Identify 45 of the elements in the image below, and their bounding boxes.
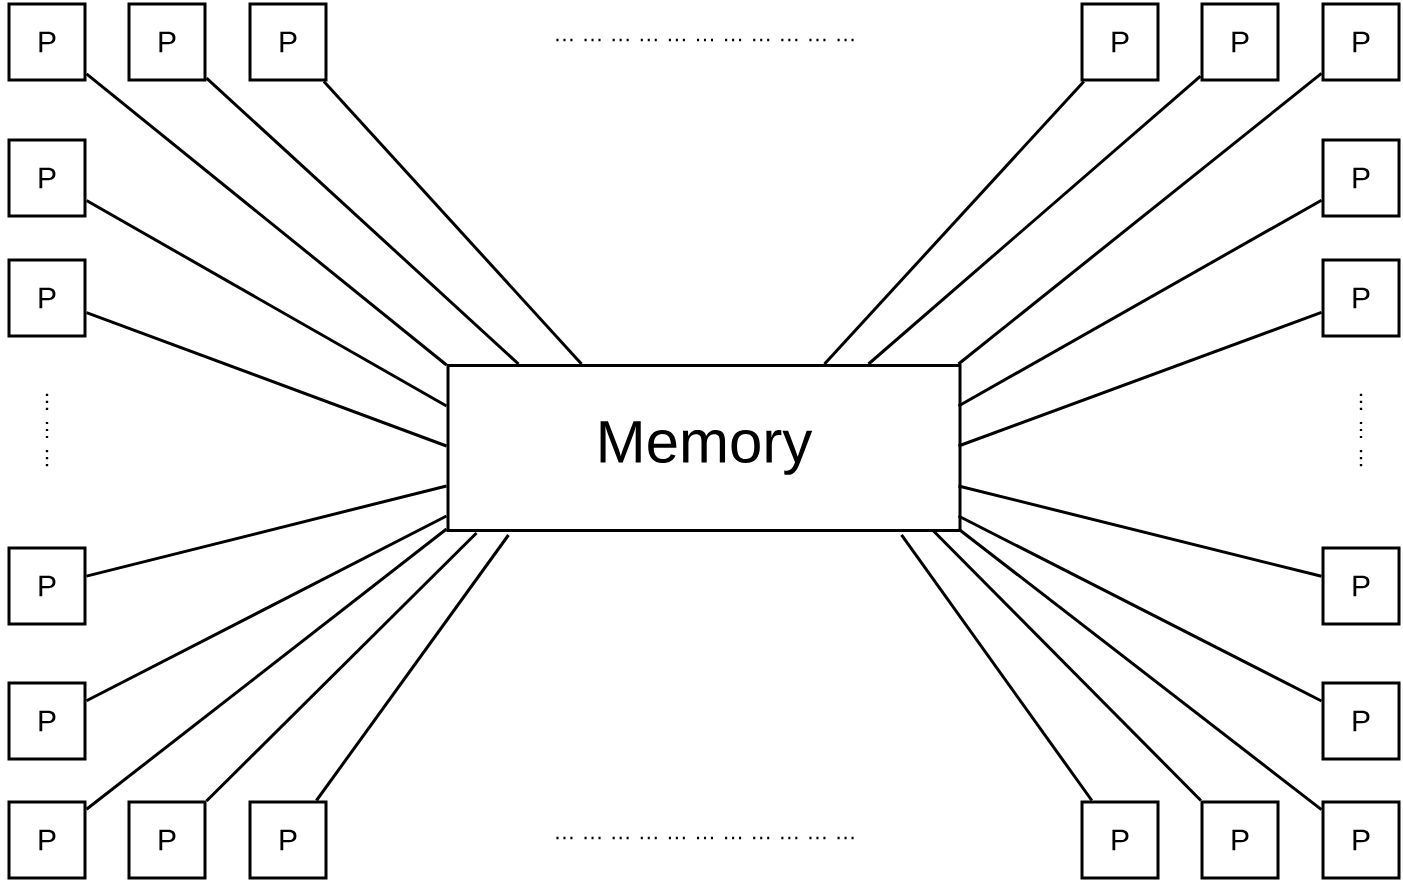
connector-line xyxy=(932,529,1202,802)
processor-box: P xyxy=(7,2,87,82)
connector-line xyxy=(85,199,448,408)
processor-box: P xyxy=(7,546,87,626)
connector-line xyxy=(85,514,448,703)
connector-line xyxy=(957,198,1323,408)
connector-line xyxy=(957,527,1323,811)
processor-box: P xyxy=(1200,2,1280,82)
connector-line xyxy=(867,75,1202,366)
processor-box: P xyxy=(1321,258,1401,338)
connector-line xyxy=(85,527,448,811)
connector-line xyxy=(900,534,1094,802)
connector-line xyxy=(322,80,583,365)
connector-line xyxy=(957,72,1323,366)
processor-box: P xyxy=(1200,800,1280,880)
processor-box: P xyxy=(127,2,207,82)
vertical-ellipsis: … … … xyxy=(45,393,49,467)
connector-line xyxy=(315,534,510,802)
connector-line xyxy=(957,514,1323,703)
processor-box: P xyxy=(1321,681,1401,761)
horizontal-ellipsis: … … … … … … … … … … … xyxy=(556,836,854,840)
processor-box: P xyxy=(248,800,328,880)
processor-box: P xyxy=(1080,2,1160,82)
connector-line xyxy=(823,80,1085,365)
processor-box: P xyxy=(127,800,207,880)
processor-box: P xyxy=(7,800,87,880)
connector-line xyxy=(958,484,1322,578)
connector-line xyxy=(205,531,478,802)
processor-box: P xyxy=(1321,2,1401,82)
processor-box: P xyxy=(7,681,87,761)
connector-line xyxy=(85,311,448,448)
connector-line xyxy=(86,484,447,578)
processor-box: P xyxy=(1321,800,1401,880)
vertical-ellipsis: … … … xyxy=(1359,393,1363,467)
horizontal-ellipsis: … … … … … … … … … … … xyxy=(556,38,854,42)
processor-box: P xyxy=(7,258,87,338)
processor-box: P xyxy=(1321,138,1401,218)
processor-box: P xyxy=(1321,546,1401,626)
memory-box: Memory xyxy=(446,364,962,532)
processor-box: P xyxy=(248,2,328,82)
connector-line xyxy=(205,77,520,366)
connector-line xyxy=(958,311,1323,448)
processor-box: P xyxy=(7,138,87,218)
connector-line xyxy=(85,72,448,367)
processor-box: P xyxy=(1080,800,1160,880)
